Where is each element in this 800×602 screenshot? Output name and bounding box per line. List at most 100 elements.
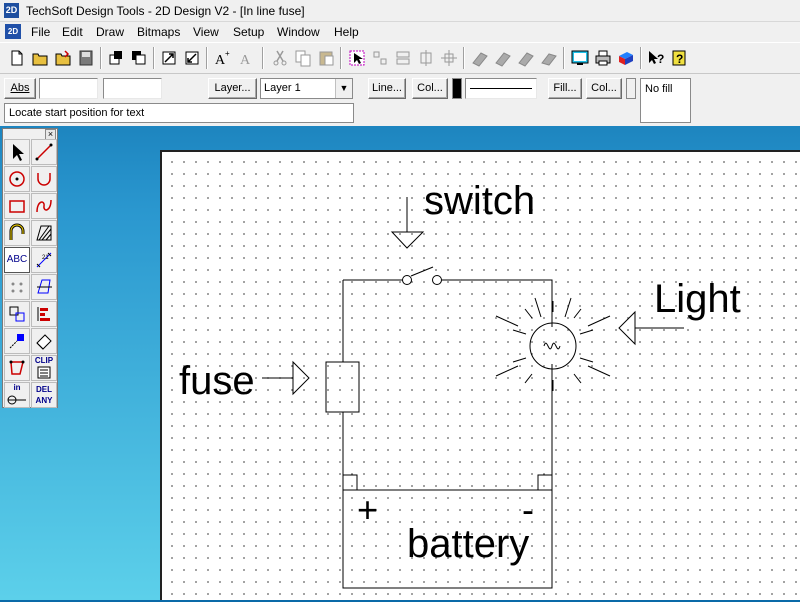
menu-bitmaps[interactable]: Bitmaps (137, 25, 181, 39)
insert-tool-button[interactable]: in (4, 382, 30, 408)
print-icon[interactable] (516, 48, 536, 68)
clip-tool-button[interactable]: CLIP (31, 355, 57, 381)
text-style-icon[interactable]: A+ (212, 48, 232, 68)
paste-block-icon[interactable] (129, 48, 149, 68)
print-preview-icon[interactable] (470, 48, 490, 68)
window-title: TechSoft Design Tools - 2D Design V2 - [… (26, 4, 305, 18)
battery-label: battery (407, 522, 529, 566)
dimension-icon[interactable]: 21 (31, 247, 57, 273)
svg-text:?: ? (657, 52, 664, 66)
open-folder-icon[interactable] (53, 48, 73, 68)
toolbar-separator (463, 47, 465, 69)
line-colour-swatch[interactable] (452, 78, 462, 99)
menu-edit[interactable]: Edit (62, 25, 83, 39)
fuse-arrow (262, 360, 310, 396)
screen-icon[interactable] (539, 48, 559, 68)
ungroup-icon[interactable] (393, 48, 413, 68)
svg-text:A: A (215, 53, 226, 68)
trim-icon[interactable] (31, 274, 57, 300)
open-file-icon[interactable] (30, 48, 50, 68)
text-size-icon[interactable]: A (236, 48, 256, 68)
select-icon[interactable] (347, 48, 367, 68)
y-coordinate-field[interactable] (103, 78, 162, 99)
line-icon[interactable] (31, 139, 57, 165)
polygon-icon[interactable] (4, 355, 30, 381)
arc-icon[interactable] (31, 166, 57, 192)
context-help-icon[interactable]: ? (646, 48, 666, 68)
toolbar-separator (563, 47, 565, 69)
menu-file[interactable]: File (31, 25, 51, 39)
curve-icon[interactable] (31, 193, 57, 219)
document-icon[interactable]: 2D (5, 24, 21, 39)
toolbar-separator (153, 47, 155, 69)
plot-icon[interactable] (493, 48, 513, 68)
node-icon[interactable] (4, 328, 30, 354)
offset-icon[interactable] (4, 220, 30, 246)
copy-block-icon[interactable] (106, 48, 126, 68)
switch-arrow (390, 197, 425, 249)
pointer-icon[interactable] (4, 139, 30, 165)
array-icon[interactable] (4, 301, 30, 327)
text-tool-button[interactable]: ABC (4, 247, 30, 273)
menu-help[interactable]: Help (334, 25, 359, 39)
align-icon[interactable] (416, 48, 436, 68)
align-tool-icon[interactable] (31, 301, 57, 327)
erase-icon[interactable] (31, 328, 57, 354)
menu-window[interactable]: Window (277, 25, 320, 39)
fill-button[interactable]: Fill... (548, 78, 582, 99)
menu-view[interactable]: View (193, 25, 219, 39)
move-icon[interactable] (439, 48, 459, 68)
layer-select-value: Layer 1 (264, 82, 301, 94)
monitor-icon[interactable] (570, 48, 590, 68)
chevron-down-icon[interactable]: ▼ (335, 79, 352, 98)
insert-label: in (13, 383, 21, 392)
switch-label: switch (424, 179, 535, 223)
zoom-out-icon[interactable] (182, 48, 202, 68)
svg-text:21: 21 (42, 255, 49, 261)
battery-symbol (342, 474, 553, 589)
layer-select[interactable]: Layer 1 ▼ (260, 78, 353, 99)
lamp-symbol (495, 297, 611, 391)
delete-any-button[interactable]: DEL ANY (31, 382, 57, 408)
toolbar-separator (262, 47, 264, 69)
printer-icon[interactable] (593, 48, 613, 68)
app-icon[interactable]: 2D (4, 3, 19, 18)
status-prompt: Locate start position for text (4, 103, 354, 123)
tool-palette: × ABC 21 CLIP in DEL ANY (2, 128, 58, 408)
paste-icon[interactable] (316, 48, 336, 68)
plus-sign: + (357, 489, 378, 530)
delete-any-label: DEL ANY (35, 385, 53, 405)
x-coordinate-field[interactable] (39, 78, 98, 99)
line-style-field[interactable] (465, 78, 537, 99)
fill-colour-swatch[interactable] (626, 78, 636, 99)
3d-icon[interactable] (616, 48, 636, 68)
clip-label: CLIP (34, 356, 54, 365)
fill-colour-button[interactable]: Col... (586, 78, 622, 99)
svg-text:?: ? (676, 52, 683, 66)
line-colour-button[interactable]: Col... (412, 78, 448, 99)
rectangle-icon[interactable] (4, 193, 30, 219)
hatch-icon[interactable] (31, 220, 57, 246)
new-file-icon[interactable] (7, 48, 27, 68)
line-button[interactable]: Line... (368, 78, 406, 99)
drawing-canvas[interactable]: switch Light fuse battery + - (160, 150, 800, 600)
light-arrow (618, 310, 684, 346)
cut-icon[interactable] (270, 48, 290, 68)
line-style-preview (470, 88, 532, 89)
circle-icon[interactable] (4, 166, 30, 192)
zoom-in-icon[interactable] (159, 48, 179, 68)
abs-toggle-button[interactable]: Abs (4, 78, 36, 99)
copy-icon[interactable] (293, 48, 313, 68)
layer-button[interactable]: Layer... (208, 78, 257, 99)
save-icon[interactable] (76, 48, 96, 68)
toolbar-separator (640, 47, 642, 69)
menu-setup[interactable]: Setup (233, 25, 265, 39)
points-icon[interactable] (4, 274, 30, 300)
menu-draw[interactable]: Draw (96, 25, 125, 39)
svg-text:+: + (225, 49, 230, 58)
wire-top-right (441, 279, 553, 327)
light-label: Light (654, 277, 741, 321)
help-icon[interactable]: ? (669, 48, 689, 68)
fuse-symbol (325, 361, 360, 413)
group-icon[interactable] (370, 48, 390, 68)
